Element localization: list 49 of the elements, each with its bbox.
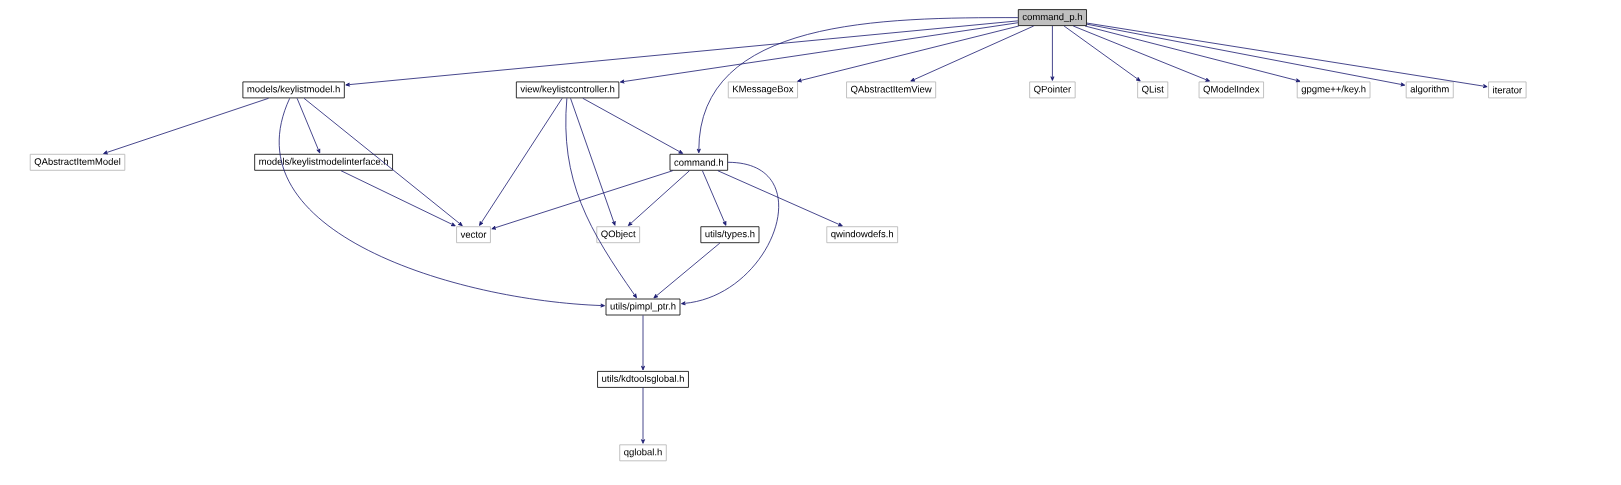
arrow: [696, 17, 1019, 154]
arrow: [653, 242, 721, 299]
file-box: algorithm: [1405, 81, 1454, 99]
arrow: [797, 25, 1020, 83]
arrow: [641, 315, 645, 371]
arrow: [296, 97, 321, 154]
file-box: QAbstractItemModel: [29, 153, 126, 171]
file-box: QList: [1137, 81, 1169, 99]
file-box: utils/types.h: [700, 226, 760, 244]
file-box: gpgme++/key.h: [1296, 81, 1371, 99]
arrow: [491, 170, 674, 230]
arrow: [681, 161, 779, 306]
file-box: qwindowdefs.h: [826, 226, 899, 244]
file-box: KMessageBox: [727, 81, 798, 99]
arrow: [103, 97, 269, 155]
arrow: [1063, 25, 1141, 82]
arrow: [910, 25, 1035, 82]
file-box: QModelIndex: [1198, 81, 1264, 99]
file-box: iterator: [1488, 81, 1527, 99]
file-box: QObject: [596, 226, 641, 244]
arrow: [582, 97, 684, 154]
arrow: [702, 170, 727, 226]
arrow: [1084, 25, 1301, 83]
file-box: view/keylistcontroller.h: [515, 81, 620, 99]
file-box: models/keylistmodelinterface.h: [254, 153, 393, 171]
arrow: [303, 97, 463, 227]
file-box: utils/pimpl_ptr.h: [605, 298, 681, 316]
file-box: models/keylistmodel.h: [242, 81, 345, 99]
arrow: [1086, 23, 1406, 87]
arrow: [627, 170, 690, 226]
file-box: command.h: [669, 153, 729, 171]
arrow: [717, 170, 843, 227]
arrow: [570, 97, 616, 226]
file-box: QPointer: [1029, 81, 1076, 99]
arrow: [565, 97, 637, 299]
arrow: [345, 20, 1019, 87]
arrow: [340, 170, 456, 227]
arrow: [479, 97, 563, 226]
arrow: [279, 97, 605, 308]
file-box: vector: [456, 226, 491, 244]
arrow: [1086, 22, 1488, 89]
arrow: [1050, 25, 1055, 81]
file-box: QAbstractItemView: [846, 81, 937, 99]
arrow: [1072, 25, 1210, 82]
arrow: [641, 387, 645, 444]
file-box: qglobal.h: [619, 444, 667, 462]
file-box: command_p.h: [1017, 9, 1087, 26]
arrow: [619, 22, 1019, 84]
file-box: utils/kdtoolsglobal.h: [597, 371, 689, 388]
